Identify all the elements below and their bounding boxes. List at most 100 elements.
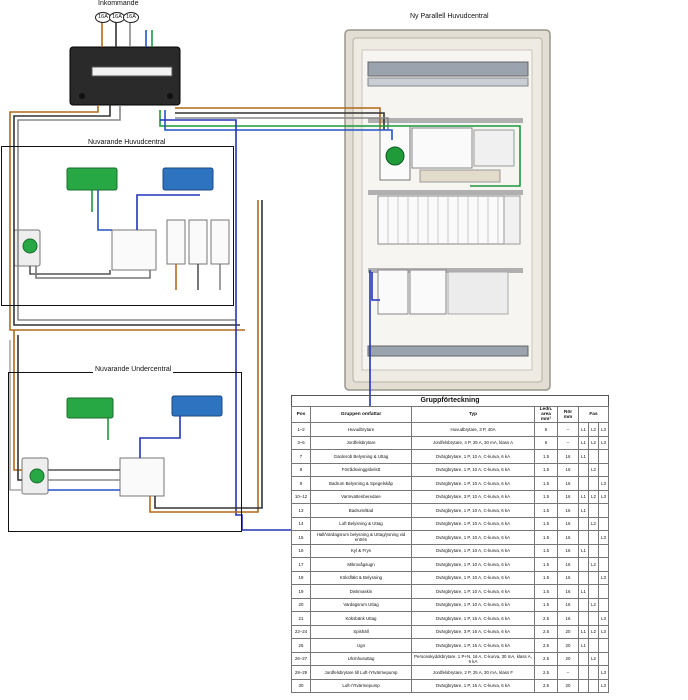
- table-cell-l3: [598, 503, 609, 518]
- table-cell-area: 1.5: [534, 543, 558, 558]
- table-cell-area: 1.5: [534, 584, 558, 599]
- table-cell-l2: [588, 570, 599, 585]
- table-cell-tube: –: [557, 435, 579, 450]
- group-list-title: Gruppförteckning: [291, 395, 609, 406]
- table-cell-l1: [578, 665, 589, 680]
- table-cell-area: 1.5: [534, 570, 558, 585]
- table-cell-l1: L1: [578, 624, 589, 639]
- incoming-junction-box: [69, 46, 181, 106]
- table-cell-area: 2.5: [534, 638, 558, 653]
- table-cell-tube: 16: [557, 570, 579, 585]
- table-cell-pos: 7: [291, 449, 311, 464]
- table-cell-area: 1.5: [534, 462, 558, 477]
- table-cell-tube: 16: [557, 584, 579, 599]
- table-cell-l3: L3: [598, 422, 609, 437]
- table-cell-pos: 13: [291, 503, 311, 518]
- table-cell-l1: L1: [578, 449, 589, 464]
- table-cell-l1: [578, 651, 589, 666]
- table-cell-type: Dvärgbrytare, 1 P, 10 A, C-kurva, 6 kA: [411, 476, 535, 491]
- table-cell-l2: [588, 611, 599, 626]
- table-cell-l2: L2: [588, 462, 599, 477]
- table-cell-l1: [578, 597, 589, 612]
- table-cell-l1: L1: [578, 503, 589, 518]
- table-cell-l3: [598, 597, 609, 612]
- table-cell-group: Spishäll: [310, 624, 412, 639]
- table-cell-tube: 16: [557, 530, 579, 545]
- header-tube: Rör mm: [557, 406, 579, 423]
- table-cell-type: Dvärgbrytare, 1 P, 10 A, C-kurva, 6 kA: [411, 584, 535, 599]
- table-cell-tube: 16: [557, 516, 579, 531]
- table-cell-l3: [598, 638, 609, 653]
- table-cell-l2: L2: [588, 489, 599, 504]
- table-cell-l3: L3: [598, 611, 609, 626]
- table-cell-l2: L2: [588, 516, 599, 531]
- table-cell-l1: [578, 462, 589, 477]
- table-cell-area: 1.5: [534, 476, 558, 491]
- table-cell-l2: [588, 503, 599, 518]
- table-cell-type: Huvudbrytare, 3 P, 40A: [411, 422, 535, 437]
- table-cell-l1: [578, 476, 589, 491]
- table-cell-pos: 26–27: [291, 651, 311, 666]
- current-sub-panel-label: Nuvarande Undercentral: [93, 366, 174, 373]
- table-header-row: Pos Gruppen omfattar Typ Ledn. area mm² …: [291, 406, 609, 423]
- current-main-panel-frame: [1, 146, 234, 306]
- table-cell-group: Diskmaskin: [310, 584, 412, 599]
- table-cell-type: Dvärgbrytare, 1 P, 16 A, C-kurva, 6 kA: [411, 678, 535, 693]
- group-list-table: Gruppförteckning Pos Gruppen omfattar Ty…: [291, 395, 609, 693]
- table-cell-l1: L1: [578, 435, 589, 450]
- table-cell-l2: [588, 543, 599, 558]
- table-cell-type: Dvärgbrytare, 1 P, 10 A, C-kurva, 6 kA: [411, 516, 535, 531]
- table-cell-l3: L3: [598, 476, 609, 491]
- table-cell-pos: 30: [291, 678, 311, 693]
- table-cell-l3: [598, 449, 609, 464]
- table-cell-tube: 16: [557, 611, 579, 626]
- table-cell-group: Varmvattenberedare: [310, 489, 412, 504]
- table-cell-pos: 18: [291, 570, 311, 585]
- table-cell-l3: L3: [598, 570, 609, 585]
- table-cell-group: Jordfelsbrytare till Luft-/Ytvärmepump: [310, 665, 412, 680]
- table-cell-group: Köksbänk Uttag: [310, 611, 412, 626]
- table-cell-type: Jordfelsbrytare, 4 P, 25 A, 30 mA, klass…: [411, 435, 535, 450]
- table-cell-pos: 19: [291, 584, 311, 599]
- table-cell-area: 1.5: [534, 503, 558, 518]
- table-cell-tube: 20: [557, 624, 579, 639]
- table-cell-area: 2.5: [534, 611, 558, 626]
- table-cell-type: Dvärgbrytare, 1 P, 10 A, C-kurva, 6 kA: [411, 557, 535, 572]
- table-cell-l2: L2: [588, 624, 599, 639]
- table-cell-l3: [598, 651, 609, 666]
- table-cell-tube: 16: [557, 476, 579, 491]
- table-cell-tube: 16: [557, 489, 579, 504]
- table-cell-l3: [598, 516, 609, 531]
- table-cell-group: Ulcmhusuttag: [310, 651, 412, 666]
- table-cell-pos: 15: [291, 530, 311, 545]
- table-cell-area: 1.5: [534, 516, 558, 531]
- table-cell-group: Badrum/Bad: [310, 503, 412, 518]
- table-cell-pos: 20: [291, 597, 311, 612]
- table-cell-l1: L1: [578, 638, 589, 653]
- table-cell-type: Dvärgbrytare, 1 P, 10 A, C-kurva, 6 kA: [411, 530, 535, 545]
- table-cell-l2: [588, 665, 599, 680]
- table-cell-pos: 17: [291, 557, 311, 572]
- table-cell-pos: 21: [291, 611, 311, 626]
- table-cell-type: Dvärgbrytare, 1 P, 16 A, C-kurva, 6 kA: [411, 611, 535, 626]
- table-cell-pos: 16: [291, 543, 311, 558]
- table-cell-l1: [578, 557, 589, 572]
- table-cell-l2: [588, 449, 599, 464]
- table-cell-l2: L2: [588, 422, 599, 437]
- table-cell-group: Hall/Vardagsrum belysning & Uttag/ysning…: [310, 530, 412, 545]
- table-cell-type: Dvärgbrytare, 1 P, 16 A, C-kurva, 6 kA: [411, 638, 535, 653]
- table-cell-pos: 14: [291, 516, 311, 531]
- table-cell-group: Kyl & Frys: [310, 543, 412, 558]
- table-cell-area: 2.5: [534, 665, 558, 680]
